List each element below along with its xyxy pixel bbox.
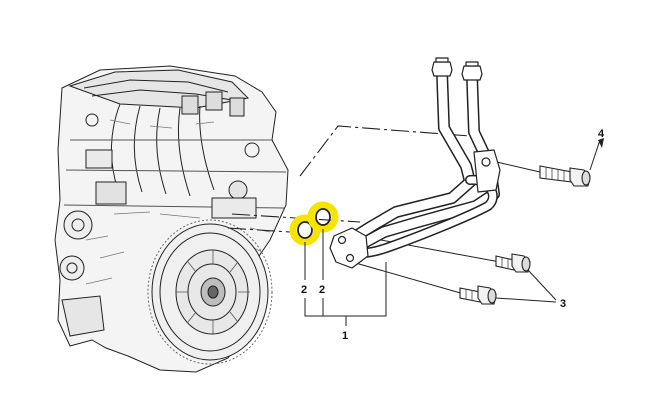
o-ring-seals-highlighted [289,201,339,246]
o-ring-seal-left-icon [297,221,313,239]
flange-bolt-lower-b [459,285,497,305]
flywheel-clutch-illustration [147,219,273,365]
heater-pipe-assembly [329,57,501,269]
callout-leaders [304,139,601,326]
callout-label-seal-left: 2 [301,284,307,296]
callout-label-bolt-upper: 4 [598,128,605,140]
callout-arrowheads [598,138,604,148]
callout-label-seal-right: 2 [319,284,325,296]
flange-bolt-lower-a [495,253,531,273]
o-ring-seal-right-icon [315,208,331,226]
callout-label-assembly: 1 [342,330,348,342]
callout-label-bolts-lower: 3 [560,298,566,310]
flange-bolt-upper [539,165,591,187]
